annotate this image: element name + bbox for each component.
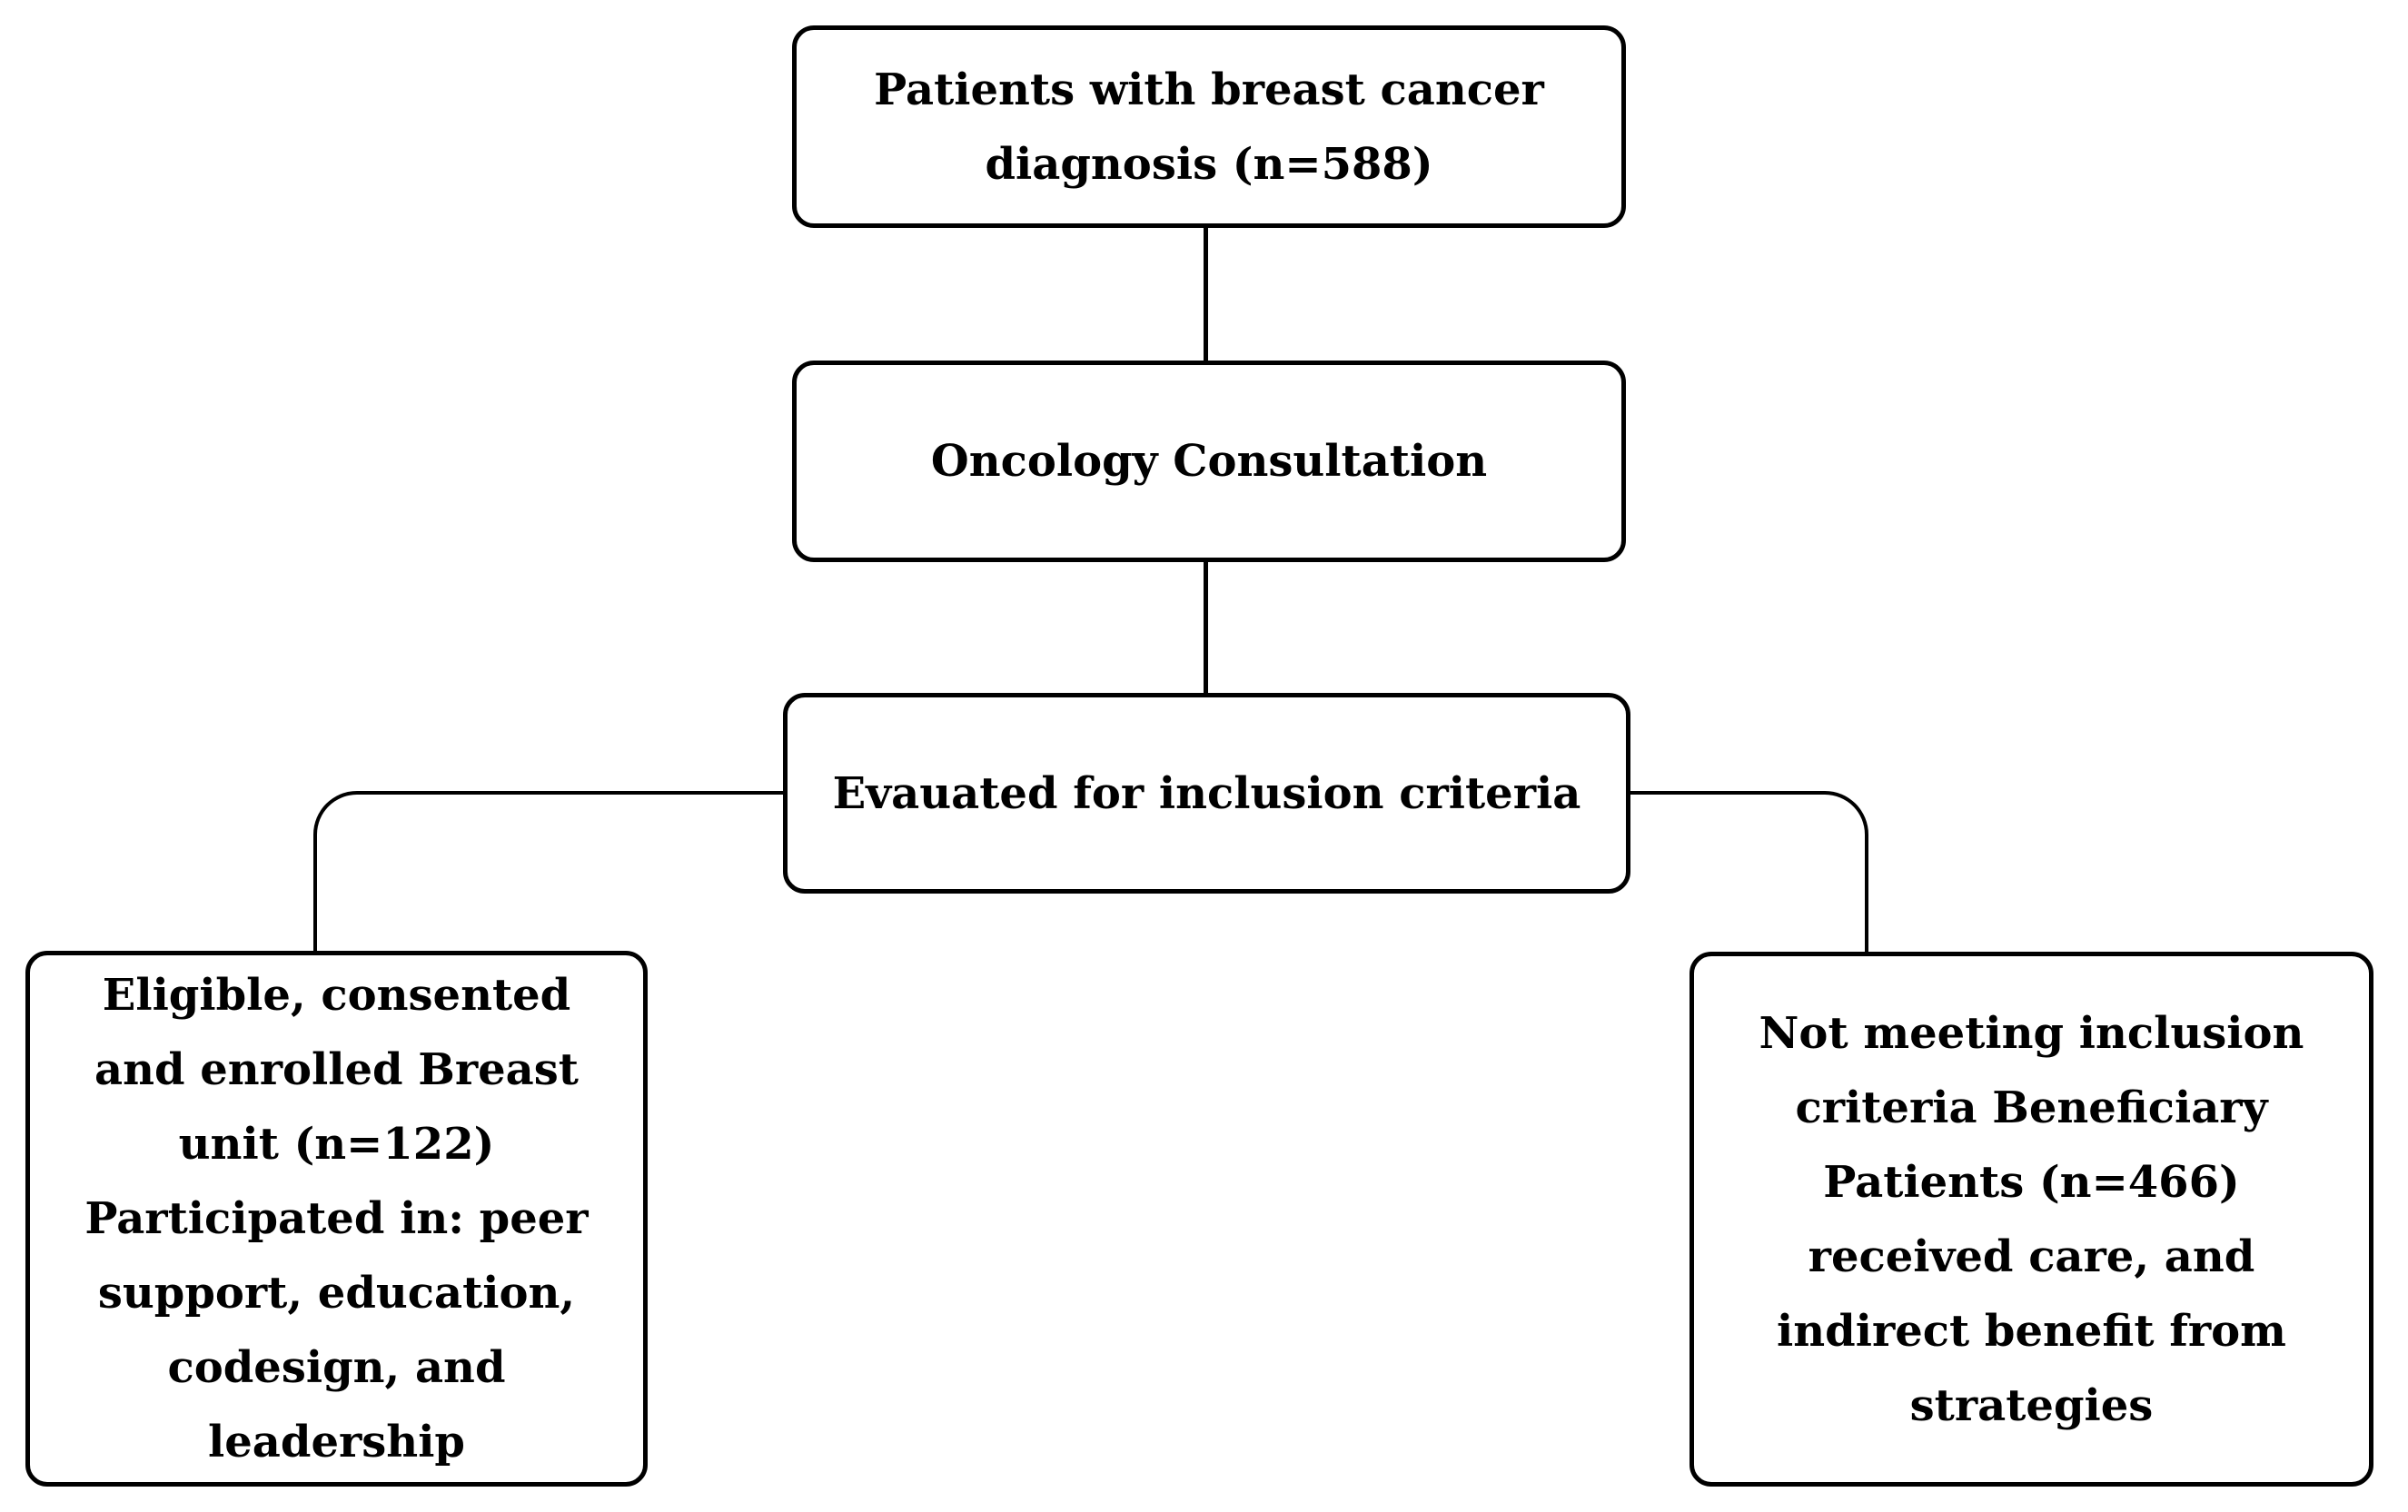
node-oncology-consultation-label: Oncology Consultation (930, 436, 1488, 487)
node-oncology-consultation: Oncology Consultation (792, 361, 1626, 562)
connector-consultation-to-evaluation (1204, 561, 1208, 694)
node-patients-diagnosis: Patients with breast cancer diagnosis (n… (792, 25, 1626, 228)
node-eligible-enrolled-breast-unit: Eligible, consented and enrolled Breast … (25, 951, 648, 1487)
node-patients-diagnosis-label: Patients with breast cancer diagnosis (n… (874, 64, 1544, 190)
node-evaluated-inclusion-criteria: Evauated for inclusion criteria (783, 693, 1630, 894)
connector-evaluation-to-enrolled (313, 791, 783, 951)
node-not-meeting-inclusion-criteria: Not meeting inclusion criteria Beneficia… (1690, 952, 2373, 1487)
node-eligible-enrolled-breast-unit-label: Eligible, consented and enrolled Breast … (84, 970, 589, 1468)
node-not-meeting-inclusion-criteria-label: Not meeting inclusion criteria Beneficia… (1759, 1007, 2304, 1431)
connector-evaluation-to-beneficiary (1630, 791, 1868, 952)
node-evaluated-inclusion-criteria-label: Evauated for inclusion criteria (832, 767, 1581, 819)
connector-patients-to-consultation (1204, 227, 1208, 361)
